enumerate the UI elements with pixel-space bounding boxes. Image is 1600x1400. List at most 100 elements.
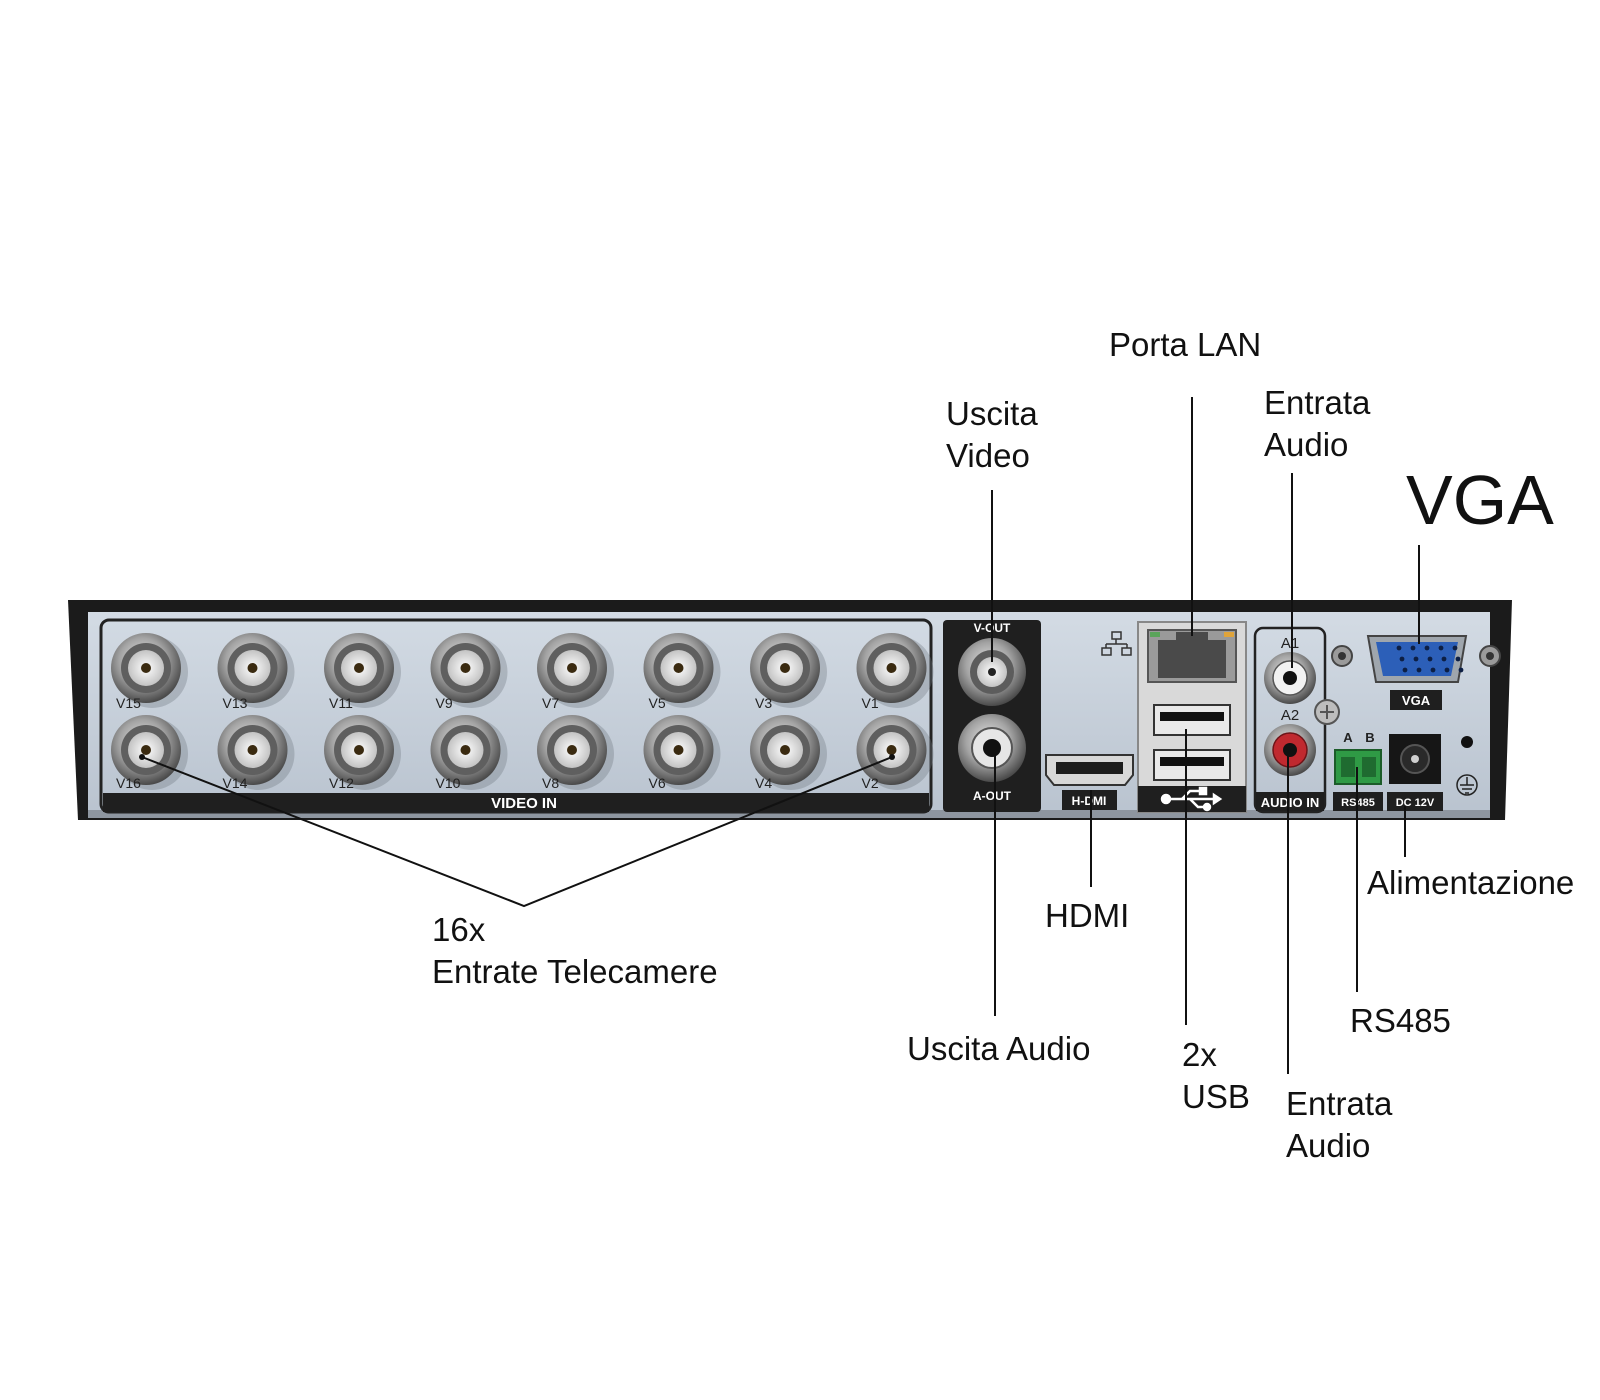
a2-rca-connector — [1264, 724, 1316, 776]
callout-rs485-text: RS485 — [1350, 1002, 1451, 1039]
hdmi-port-group: H-DMI — [1045, 754, 1134, 810]
bnc-label-v16: V16 — [116, 775, 141, 791]
vga-pins — [1396, 645, 1464, 673]
bnc-label-v14: V14 — [223, 775, 248, 791]
bnc-label-v5: V5 — [649, 695, 666, 711]
usb-port-1 — [1153, 704, 1231, 736]
bnc-connector-v9: V9 — [430, 633, 508, 711]
rs485-b-label: B — [1365, 730, 1374, 745]
a-out-label: A-OUT — [973, 789, 1012, 803]
callout-rs485: RS485 — [1350, 1000, 1451, 1042]
ground-symbol-icon — [1456, 774, 1478, 796]
bnc-label-v11: V11 — [329, 695, 353, 711]
a1-label: A1 — [1281, 635, 1299, 652]
callout-alimentazione-text: Alimentazione — [1367, 864, 1575, 901]
bnc-label-v6: V6 — [649, 775, 666, 791]
bnc-connector-v11: V11 — [324, 633, 401, 711]
a2-label: A2 — [1281, 707, 1299, 724]
bnc-label-v4: V4 — [755, 775, 772, 791]
bnc-connector-v1: V1 — [856, 633, 934, 711]
rs485-a-label: A — [1343, 730, 1353, 745]
rs485-terminal-group: A B RS485 — [1333, 730, 1383, 811]
lan-port — [1147, 629, 1237, 683]
bnc-connector-v3: V3 — [750, 633, 827, 711]
callout-uscita-audio: Uscita Audio — [907, 1028, 1090, 1070]
a1-rca-connector — [1264, 652, 1316, 704]
bnc-connector-v13: V13 — [217, 633, 295, 711]
bnc-connector-v12: V12 — [324, 715, 401, 791]
bnc-connector-v5: V5 — [643, 633, 721, 711]
callout-entrata-audio-top-line1: Entrata — [1264, 384, 1371, 421]
callout-usb-line2: USB — [1182, 1078, 1250, 1115]
bnc-label-v8: V8 — [542, 775, 559, 791]
bnc-connector-v15: V15 — [111, 633, 188, 711]
hdmi-label: H-DMI — [1072, 794, 1107, 808]
callout-usb: 2x USB — [1182, 1034, 1250, 1118]
vga-label-strip — [1390, 690, 1442, 710]
dc-label-strip — [1387, 792, 1443, 811]
audio-in-label: AUDIO IN — [1261, 795, 1320, 810]
callout-inputs-line1: 16x — [432, 911, 486, 948]
callout-inputs: 16x Entrate Telecamere — [432, 909, 718, 993]
audio-in-block: A1 A2 AUDIO IN — [1253, 626, 1327, 814]
callout-uscita-audio-text: Uscita Audio — [907, 1030, 1091, 1067]
callout-uscita-video-line1: Uscita — [946, 395, 1038, 432]
status-led — [1461, 736, 1473, 748]
bnc-connector-v14: V14 — [217, 715, 295, 791]
bnc-connector-v4: V4 — [750, 715, 827, 791]
lan-usb-stack — [1101, 621, 1247, 813]
callout-entrata-audio-top: Entrata Audio — [1264, 382, 1370, 466]
bnc-connector-v8: V8 — [537, 715, 614, 791]
ground-screw — [1314, 699, 1340, 725]
callout-porta-lan-text: Porta LAN — [1109, 326, 1262, 363]
callout-entrata-audio-top-line2: Audio — [1264, 426, 1349, 463]
callout-entrata-audio-bottom-line1: Entrata — [1286, 1085, 1393, 1122]
usb-icon — [1160, 786, 1223, 812]
callout-entrata-audio-bottom: Entrata Audio — [1286, 1083, 1392, 1167]
vga-label: VGA — [1402, 693, 1431, 708]
callout-uscita-video-line2: Video — [946, 437, 1030, 474]
usb-port-2 — [1153, 749, 1231, 781]
bnc-label-v3: V3 — [755, 695, 772, 711]
bnc-connector-v10: V10 — [430, 715, 508, 791]
bnc-connector-v6: V6 — [643, 715, 721, 791]
bnc-connector-v16: V16 — [111, 715, 188, 791]
callout-uscita-video: Uscita Video — [946, 393, 1038, 477]
callout-inputs-line2: Entrate Telecamere — [432, 953, 718, 990]
bnc-connector-v2: V2 — [856, 715, 934, 791]
callout-hdmi: HDMI — [1045, 895, 1129, 937]
callout-usb-line1: 2x — [1182, 1036, 1217, 1073]
dc-power-group: DC 12V — [1387, 734, 1443, 811]
network-icon — [1101, 631, 1132, 656]
bnc-label-v1: V1 — [862, 695, 879, 711]
audio-in-label-strip — [1256, 792, 1324, 811]
video-in-label: VIDEO IN — [491, 795, 557, 812]
bnc-label-v15: V15 — [116, 695, 141, 711]
bnc-label-v9: V9 — [436, 695, 453, 711]
callout-entrata-audio-bottom-line2: Audio — [1286, 1127, 1371, 1164]
bnc-connector-v7: V7 — [537, 633, 614, 711]
dc-label: DC 12V — [1396, 797, 1435, 809]
v-out-bnc-connector — [958, 638, 1026, 706]
hdmi-label-strip — [1062, 790, 1117, 810]
bnc-label-v12: V12 — [329, 775, 354, 791]
bnc-label-v10: V10 — [436, 775, 461, 791]
callout-vga: VGA — [1406, 465, 1554, 535]
a-out-rca-connector — [958, 714, 1026, 782]
bnc-label-v2: V2 — [862, 775, 879, 791]
leader-inputs — [141, 756, 893, 908]
output-block: V-OUT A-OUT — [943, 620, 1041, 812]
bnc-label-v7: V7 — [542, 695, 559, 711]
video-in-label-strip — [103, 793, 929, 812]
panel-bottom-edge — [88, 810, 1490, 818]
callout-hdmi-text: HDMI — [1045, 897, 1130, 934]
callout-vga-text: VGA — [1406, 461, 1554, 539]
callout-alimentazione: Alimentazione — [1367, 862, 1574, 904]
vga-port-group: VGA — [1331, 635, 1501, 710]
leader-lines — [141, 397, 1420, 1074]
callout-porta-lan: Porta LAN — [1109, 324, 1261, 366]
bnc-label-v13: V13 — [223, 695, 248, 711]
